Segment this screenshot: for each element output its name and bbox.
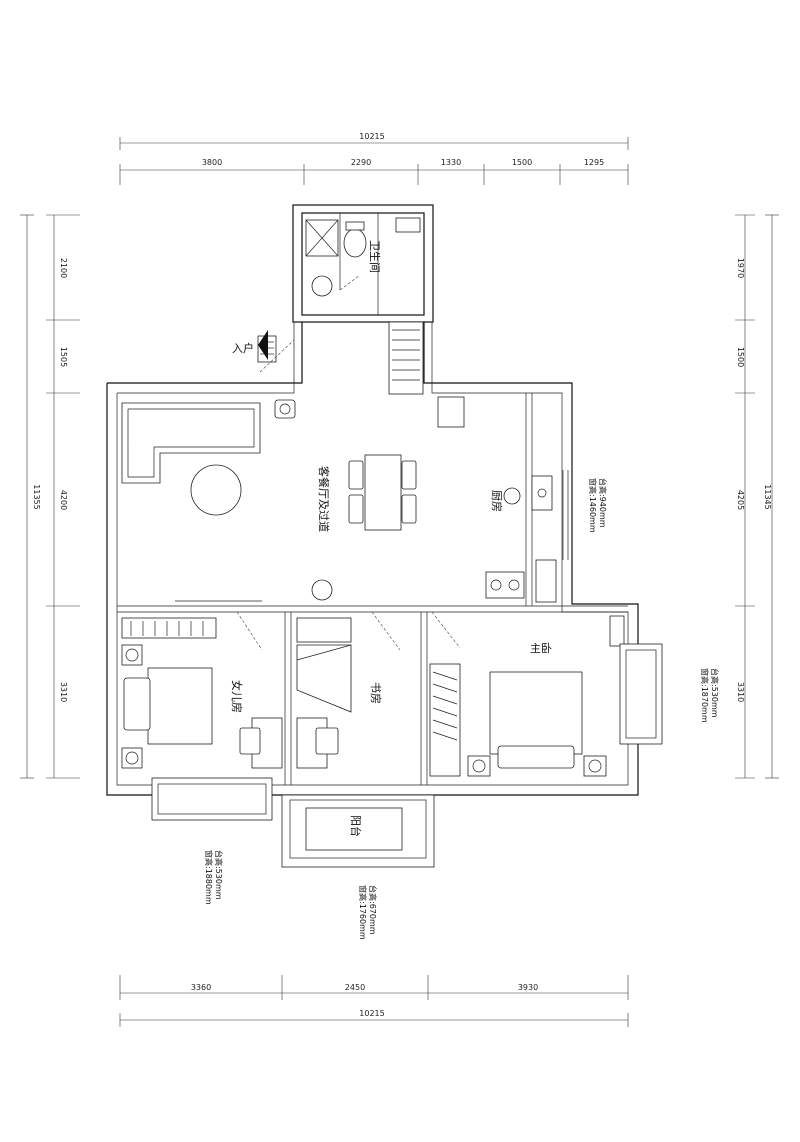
top-dimension-lines [119, 137, 629, 185]
right-dimension-1: 1970 [736, 258, 745, 278]
kitchen-counter-note: 台高:940mm [598, 478, 608, 528]
daughter-room-label: 女儿房 [230, 680, 244, 713]
kitchen-fixtures [437, 396, 569, 603]
balcony-label: 阳台 [349, 815, 363, 837]
daughter-counter-note: 台高:530mm [214, 850, 224, 900]
living-dining-label: 客餐厅及过道 [317, 466, 331, 532]
top-dimension-1: 3800 [202, 158, 222, 167]
master-bay-window [619, 643, 663, 745]
left-dimension-1: 2100 [59, 258, 68, 278]
left-dimension-3: 4200 [59, 490, 68, 510]
top-dimension-5: 1295 [584, 158, 604, 167]
study-furniture [296, 611, 401, 769]
left-total-dimension: 11355 [32, 484, 41, 509]
outer-walls [106, 204, 639, 796]
right-dimension-4: 3310 [736, 682, 745, 702]
bottom-dimension-2: 2450 [345, 983, 365, 992]
right-dimension-lines [735, 214, 779, 779]
bottom-total-dimension: 10215 [359, 1009, 384, 1018]
shoe-cabinet [388, 321, 424, 395]
left-dimension-lines [20, 214, 80, 779]
entrance-arrow-icon [258, 330, 268, 360]
right-dimension-3: 4205 [736, 490, 745, 510]
top-total-dimension: 10215 [359, 132, 384, 141]
entrance-marker [257, 330, 295, 373]
kitchen-window-note: 窗高:1460mm [588, 478, 598, 533]
bathroom-fixtures [305, 217, 421, 297]
study-label: 书房 [369, 682, 382, 704]
bottom-dimension-3: 3930 [518, 983, 538, 992]
balcony [281, 794, 435, 868]
bathroom-label: 卫生间 [368, 240, 382, 273]
right-total-dimension: 11345 [763, 484, 772, 509]
left-dimension-2: 1505 [59, 347, 68, 367]
left-dimension-4: 3310 [59, 682, 68, 702]
top-dimension-2: 2290 [351, 158, 371, 167]
bottom-dimension-lines [119, 975, 629, 1027]
top-dimension-3: 1330 [441, 158, 461, 167]
bottom-dimension-1: 3360 [191, 983, 211, 992]
kitchen-label: 厨房 [490, 490, 503, 512]
master-counter-note: 台高:530mm [710, 668, 720, 718]
daughter-room-furniture [121, 611, 283, 769]
top-dimension-4: 1500 [512, 158, 532, 167]
right-dimension-2: 1500 [736, 347, 745, 367]
master-window-note: 窗高:1870mm [700, 668, 710, 723]
master-bedroom-label: 主卧 [530, 642, 552, 655]
balcony-counter-note: 台高:670mm [368, 885, 378, 935]
living-room-furniture [121, 399, 333, 602]
master-bedroom-furniture [429, 611, 625, 777]
daughter-window-note: 窗高:1880mm [204, 850, 214, 905]
dining-table [348, 454, 417, 531]
entrance-label: 入户 [232, 341, 254, 355]
daughter-bay-window [151, 777, 273, 821]
balcony-window-note: 窗高:1760mm [358, 885, 368, 940]
